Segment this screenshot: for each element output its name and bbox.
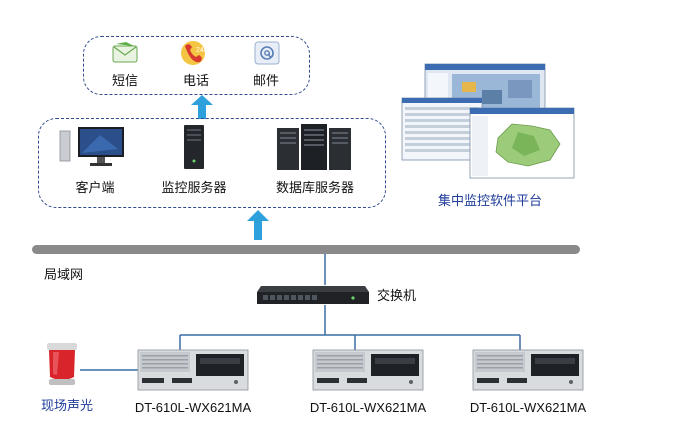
sms-label: 短信	[111, 73, 138, 88]
monitoring-software-screenshot	[401, 63, 575, 179]
client-label: 客户端	[75, 180, 115, 195]
switch-label: 交换机	[377, 288, 417, 303]
arrow-up-icon	[191, 95, 213, 119]
client-pc-icon	[59, 127, 124, 166]
email-label: 邮件	[252, 73, 279, 88]
arrow-up-icon	[247, 210, 269, 240]
notification-group	[83, 36, 310, 95]
phone-badge: 24/7	[196, 47, 210, 54]
sms-icon	[112, 42, 138, 63]
monitor-server-icon	[184, 125, 204, 169]
database-server-icon	[277, 124, 351, 170]
industrial-pc-icon	[137, 349, 249, 391]
phone-label: 电话	[182, 73, 209, 88]
email-icon	[254, 41, 280, 65]
phone-icon: 24/7	[181, 41, 210, 65]
network-switch-icon	[257, 286, 369, 304]
server-group	[38, 118, 386, 208]
industrial-pc-icon	[472, 349, 584, 391]
alarm-label: 现场声光	[40, 398, 93, 413]
device-model-label: DT-610L-WX621MA	[469, 400, 587, 415]
device-model-label: DT-610L-WX621MA	[309, 400, 427, 415]
monitor-server-label: 监控服务器	[161, 180, 227, 195]
platform-label: 集中监控软件平台	[437, 193, 542, 208]
device-model-label: DT-610L-WX621MA	[134, 400, 252, 415]
industrial-pc-icon	[312, 349, 424, 391]
sound-light-alarm-icon	[47, 343, 77, 385]
database-server-label: 数据库服务器	[275, 180, 354, 195]
lan-label: 局域网	[44, 267, 84, 282]
